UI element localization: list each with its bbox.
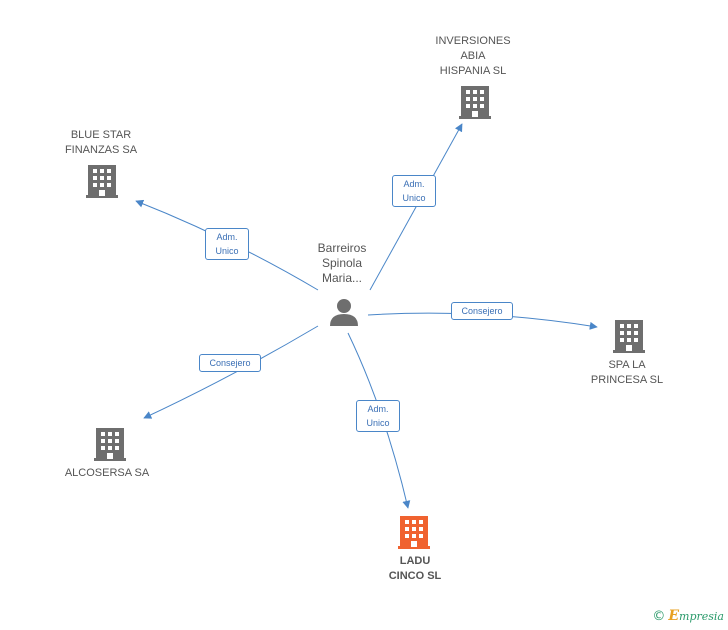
company-label-alcosersa[interactable]: ALCOSERSA SA (64, 467, 150, 479)
company-label-bluestar[interactable]: BLUE STAR FINANZAS SA (64, 129, 138, 156)
building-icon[interactable] (459, 86, 491, 119)
company-label-ladu[interactable]: LADU CINCO SL (388, 555, 442, 582)
edge-inversiones (369, 123, 463, 291)
building-icon[interactable] (94, 428, 126, 461)
relation-label-ladu: Adm. Unico (356, 400, 400, 432)
company-label-inversiones[interactable]: INVERSIONES ABIA HISPANIA SL (435, 35, 511, 77)
relation-label-alcosersa: Consejero (199, 354, 261, 372)
person-icon[interactable] (330, 299, 358, 326)
copyright-icon: © (652, 609, 666, 624)
relation-label-inversiones: Adm. Unico (392, 175, 436, 207)
edge-alcosersa (143, 325, 319, 419)
company-label-spa[interactable]: SPA LA PRINCESA SL (590, 359, 664, 386)
building-icon[interactable] (613, 320, 645, 353)
person-name[interactable]: Barreiros Spinola Maria... (317, 241, 367, 285)
building-icon[interactable] (86, 165, 118, 198)
building-icon[interactable] (398, 516, 430, 549)
brand-logo: ©Empresia (652, 608, 724, 624)
relation-label-bluestar: Adm. Unico (205, 228, 249, 260)
relation-label-spa: Consejero (451, 302, 513, 320)
